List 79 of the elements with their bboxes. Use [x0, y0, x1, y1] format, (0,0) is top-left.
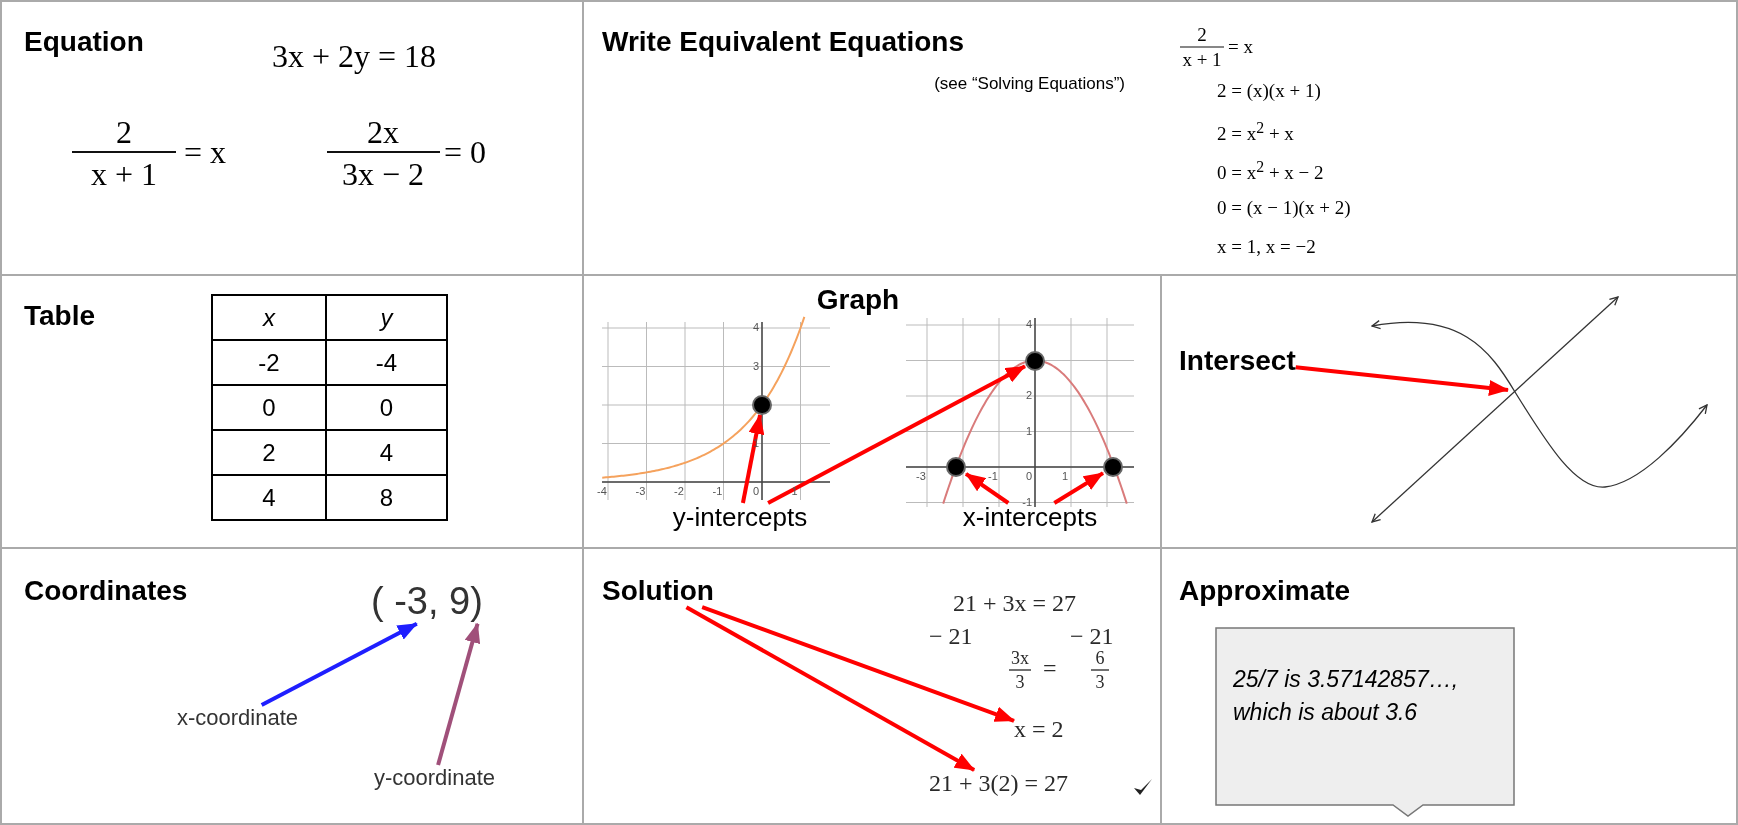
math-expression: 3: [1095, 672, 1105, 693]
tick-label: -1: [712, 485, 723, 498]
arrow: [740, 414, 765, 504]
table-cell: x: [212, 295, 326, 340]
table-cell: 2: [212, 430, 326, 475]
tick-label: -1: [1022, 495, 1032, 508]
section-heading: Graph: [816, 284, 900, 317]
math-expression: = 0: [444, 134, 487, 171]
tick-label: 1: [752, 436, 759, 450]
table-cell: 0: [326, 385, 447, 430]
arrow: [260, 621, 418, 707]
point-marker: [1025, 351, 1045, 371]
tick-label: 3: [752, 359, 759, 373]
math-expression: 21 + 3(2) = 27: [929, 770, 1069, 798]
section-heading: Intersect: [1179, 345, 1296, 378]
tick-label: 4: [752, 321, 759, 334]
arrow: [436, 622, 481, 766]
arrow: [1295, 365, 1509, 396]
annotation-label: x-coordinate: [177, 705, 299, 731]
math-expression: − 21: [1070, 623, 1114, 651]
section-heading: Table: [24, 300, 96, 333]
arrow: [1053, 471, 1105, 505]
math-expression: 2 = (x)(x + 1): [1217, 80, 1321, 102]
math-expression: − 21: [929, 623, 973, 651]
arrow: [701, 605, 1015, 723]
math-expression: 3: [1015, 672, 1025, 693]
coordinate-pair: ( -3, 9): [371, 580, 483, 624]
section-heading: Equation: [24, 26, 144, 59]
math-expression: 3x − 2: [342, 156, 424, 193]
tick-label: 4: [1025, 318, 1032, 331]
annotation-label: y-intercepts: [672, 503, 808, 533]
tick-label: 1: [791, 485, 798, 498]
arrow: [767, 364, 1026, 505]
math-expression: x = 2: [1014, 716, 1064, 744]
math-expression: =: [1043, 655, 1057, 683]
table-cell: 8: [326, 475, 447, 520]
table-cell: 0: [212, 385, 326, 430]
table-cell: 4: [212, 475, 326, 520]
table-cell: -2: [212, 340, 326, 385]
math-expression: x = 1, x = −2: [1217, 236, 1316, 258]
math-expression: = x: [184, 134, 227, 171]
section-heading: Write Equivalent Equations: [602, 26, 964, 59]
math-expression: 2 = x$^{2}$ + x: [1217, 119, 1294, 146]
table-cell: -4: [326, 340, 447, 385]
math-expression: x + 1: [91, 156, 157, 193]
math-expression: 2: [116, 114, 132, 151]
tick-label: -1: [988, 470, 998, 483]
math-expression: 21 + 3x = 27: [953, 590, 1077, 618]
tick-label: -3: [635, 485, 646, 498]
tick-label: -2: [674, 485, 684, 498]
table-cell: y: [326, 295, 447, 340]
arrow: [685, 605, 976, 772]
math-expression: x + 1: [1182, 49, 1222, 71]
tick-label: 1: [1025, 424, 1032, 438]
math-expression: 6: [1095, 648, 1105, 669]
tick-label: 0: [752, 485, 760, 498]
tick-label: 2: [1025, 389, 1032, 402]
callout-text: 25/7 is 3.57142857…, which is about 3.6: [1233, 665, 1460, 728]
tick-label: -3: [916, 470, 926, 483]
math-expression: 0 = x$^{2}$ + x − 2: [1217, 158, 1324, 185]
point-marker: [946, 457, 966, 477]
math-expression: 2x: [367, 114, 399, 151]
point-marker: [752, 395, 772, 415]
math-expression: 2: [1197, 24, 1207, 46]
math-expression: = x: [1228, 36, 1253, 58]
point-marker: [1103, 457, 1123, 477]
arrow: [964, 472, 1010, 505]
tick-label: -4: [597, 485, 607, 498]
table-cell: 4: [326, 430, 447, 475]
math-expression: 0 = (x − 1)(x + 2): [1217, 197, 1351, 219]
tick-label: 0: [1025, 470, 1033, 483]
annotation-label: y-coordinate: [374, 765, 496, 791]
math-expression: 3x: [1011, 648, 1029, 669]
math-expression: 3x + 2y = 18: [272, 38, 437, 75]
section-heading: Coordinates: [24, 575, 188, 608]
note-text: (see “Solving Equations”): [934, 74, 1125, 94]
section-heading: Approximate: [1179, 575, 1351, 608]
section-heading: Solution: [602, 575, 714, 608]
tick-label: 1: [1061, 470, 1069, 483]
